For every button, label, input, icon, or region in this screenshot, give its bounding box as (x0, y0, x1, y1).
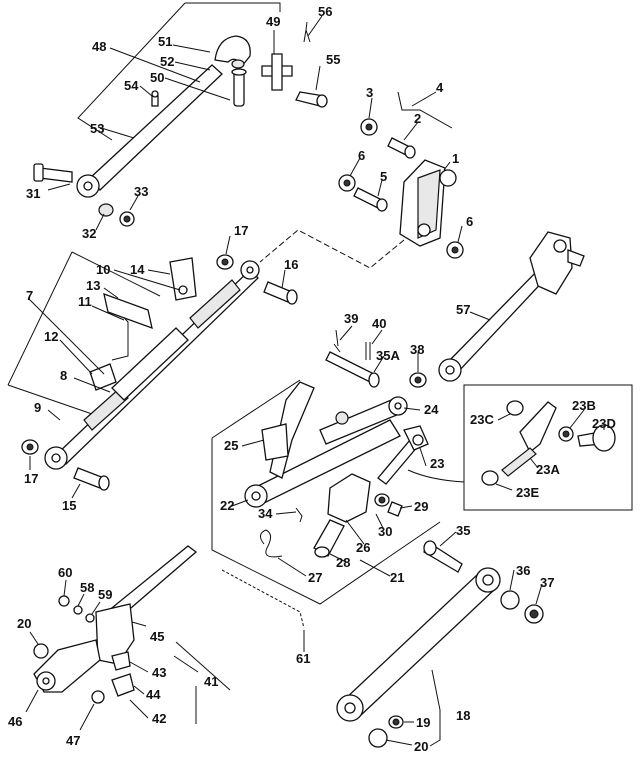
callout-49: 49 (266, 14, 280, 29)
callout-45: 45 (150, 629, 164, 644)
top-link-assembly (7, 235, 298, 499)
callout-42: 42 (152, 711, 166, 726)
callout-2: 2 (414, 111, 421, 126)
lower-link-assembly-top (33, 2, 328, 231)
callout-6: 6 (358, 148, 365, 163)
callout-23d: 23D (592, 416, 616, 431)
callout-14: 14 (130, 262, 145, 277)
callout-17: 17 (24, 471, 38, 486)
callout-59: 59 (98, 587, 112, 602)
callout-24: 24 (424, 402, 439, 417)
callout-29: 29 (414, 499, 428, 514)
callout-23e: 23E (516, 485, 539, 500)
callout-48: 48 (92, 39, 106, 54)
callout-10: 10 (96, 262, 110, 277)
callout-5: 5 (380, 169, 387, 184)
callout-58: 58 (80, 580, 94, 595)
callout-61: 61 (296, 651, 310, 666)
callout-4: 4 (436, 80, 444, 95)
callout-56: 56 (318, 4, 332, 19)
callout-52: 52 (160, 54, 174, 69)
callout-28: 28 (336, 555, 350, 570)
callout-12: 12 (44, 329, 58, 344)
callout-15: 15 (62, 498, 76, 513)
callout-57: 57 (456, 302, 470, 317)
callout-6: 6 (466, 214, 473, 229)
callout-23: 23 (430, 456, 444, 471)
callout-53: 53 (90, 121, 104, 136)
callout-40: 40 (372, 316, 386, 331)
callout-39: 39 (344, 311, 358, 326)
callout-38: 38 (410, 342, 424, 357)
callout-9: 9 (34, 400, 41, 415)
callout-33: 33 (134, 184, 148, 199)
callout-50: 50 (150, 70, 164, 85)
callout-11: 11 (78, 294, 92, 309)
callout-16: 16 (284, 257, 298, 272)
callout-60: 60 (58, 565, 72, 580)
callout-7: 7 (26, 288, 33, 303)
callout-32: 32 (82, 226, 96, 241)
callout-35a: 35A (376, 348, 400, 363)
callout-43: 43 (152, 665, 166, 680)
lift-arm-assembly (211, 325, 441, 652)
callout-20: 20 (414, 739, 428, 754)
callout-23a: 23A (536, 462, 560, 477)
callout-47: 47 (66, 733, 80, 748)
callout-41: 41 (204, 674, 218, 689)
callout-31: 31 (26, 186, 40, 201)
callout-22: 22 (220, 498, 234, 513)
callout-17: 17 (234, 223, 248, 238)
callout-34: 34 (258, 506, 273, 521)
callout-labels: 1 2 3 4 5 6 6 7 8 9 10 11 12 13 14 15 16… (8, 4, 616, 754)
lift-rod-assembly (438, 231, 585, 382)
callout-51: 51 (158, 34, 172, 49)
callout-44: 44 (146, 687, 161, 702)
callout-27: 27 (308, 570, 322, 585)
inset-detail-box (407, 384, 633, 511)
callout-21: 21 (390, 570, 404, 585)
callout-55: 55 (326, 52, 340, 67)
callout-46: 46 (8, 714, 22, 729)
callout-8: 8 (60, 368, 67, 383)
callout-25: 25 (224, 438, 238, 453)
callout-18: 18 (456, 708, 470, 723)
callout-30: 30 (378, 524, 392, 539)
callout-36: 36 (516, 563, 530, 578)
callout-20: 20 (17, 616, 31, 631)
callout-37: 37 (540, 575, 554, 590)
callout-19: 19 (416, 715, 430, 730)
callout-13: 13 (86, 278, 100, 293)
callout-35: 35 (456, 523, 470, 538)
hitch-bracket-assembly (259, 91, 464, 269)
callout-26: 26 (356, 540, 370, 555)
callout-3: 3 (366, 85, 373, 100)
callout-23c: 23C (470, 412, 494, 427)
lower-link-assembly-bottom (336, 531, 544, 748)
stabilizer-bracket-assembly (25, 545, 231, 731)
callout-54: 54 (124, 78, 139, 93)
callout-23b: 23B (572, 398, 596, 413)
callout-1: 1 (452, 151, 459, 166)
